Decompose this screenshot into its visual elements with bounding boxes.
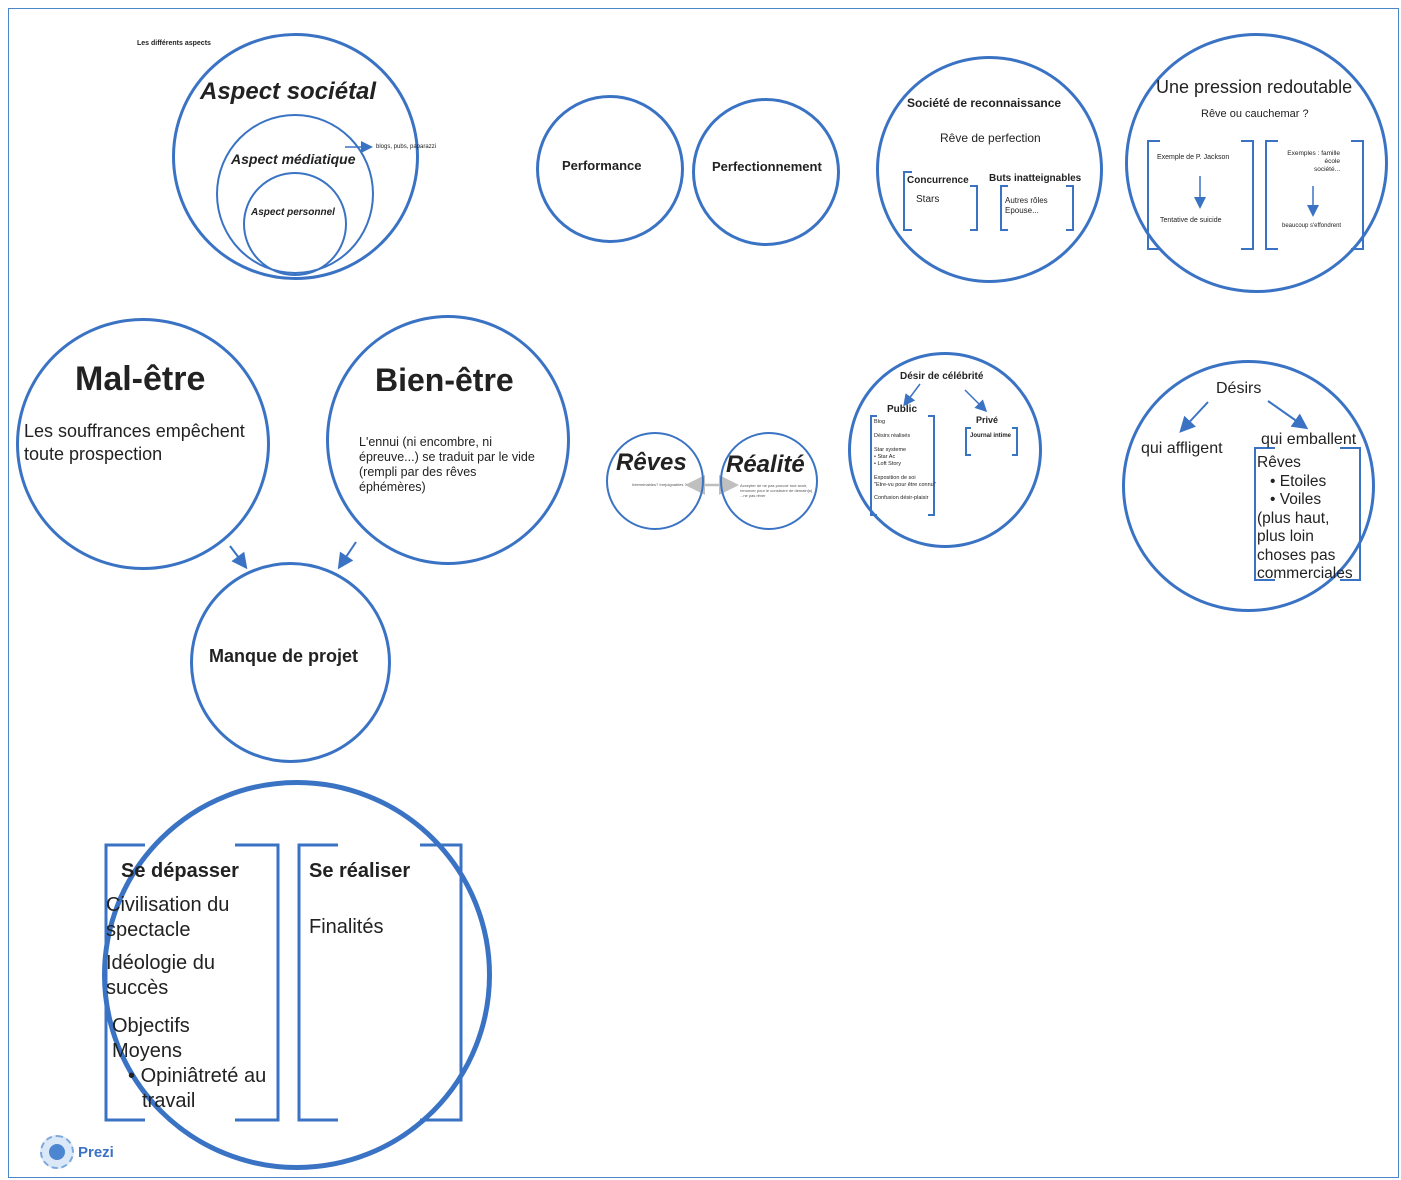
arrow-bien-etre (337, 541, 357, 570)
pression-title: Une pression redoutable (1156, 77, 1353, 97)
stars-label: Stars (916, 194, 940, 205)
aspect-mediatique-label: Aspect médiatique (231, 151, 356, 167)
reconnaissance-subtitle: Rêve de perfection (940, 131, 1041, 145)
desirs-title: Désirs (1216, 380, 1262, 397)
circle-perfectionnement[interactable] (692, 98, 840, 246)
circle-reconnaissance[interactable] (876, 56, 1103, 283)
realiser-title: Se réaliser (309, 860, 411, 882)
depasser-title: Se dépasser (121, 860, 239, 882)
reves-note: Interminables? Irrejoignables ? (632, 482, 687, 487)
emballent-label: qui emballent (1261, 431, 1357, 448)
circle-depasser-realiser[interactable] (102, 780, 492, 1170)
prezi-logo[interactable]: Prezi (40, 1135, 114, 1169)
tentative-suicide: Tentative de suicide (1160, 217, 1222, 224)
affligent-label: qui affligent (1141, 440, 1223, 457)
depasser-bullet: • Opiniâtreté au travail (128, 1065, 267, 1112)
circle-desirs[interactable] (1122, 360, 1375, 612)
circle-celebrite[interactable] (848, 352, 1042, 548)
finalites-label: Finalités (309, 916, 384, 938)
desirs-reves-block: Rêves • Etoiles • Voiles (plus haut, plu… (1257, 454, 1353, 582)
circle-performance[interactable] (536, 95, 684, 243)
pression-subtitle: Rêve ou cauchemar ? (1201, 108, 1309, 120)
reves-title: Rêves (616, 449, 687, 476)
canvas-frame (8, 8, 1399, 1178)
circle-mal-etre[interactable] (16, 318, 270, 570)
celebrite-title: Désir de célébrité (900, 371, 984, 382)
reconnaissance-title: Société de reconnaissance (907, 96, 1062, 110)
aspect-personnel-label: Aspect personnel (251, 207, 335, 218)
aspect-societal-label: Aspect sociétal (200, 78, 377, 105)
circle-bien-etre[interactable] (326, 315, 570, 565)
circle-realite[interactable] (720, 432, 818, 530)
realite-title: Réalité (726, 451, 805, 478)
bien-etre-title: Bien-être (375, 362, 514, 398)
exemple-jackson: Exemple de P. Jackson (1157, 154, 1230, 161)
perfectionnement-label: Perfectionnement (712, 159, 822, 174)
concurrence-label: Concurrence (907, 175, 969, 186)
mal-etre-title: Mal-être (75, 360, 206, 398)
public-label: Public (887, 404, 918, 415)
arrow-mal-etre (229, 545, 248, 570)
circle-manque-projet[interactable] (190, 562, 391, 763)
public-items: Blog Désirs réalisés Star systeme • Star… (874, 419, 936, 501)
beaucoup-label: beaucoup s'effondrent (1282, 223, 1342, 229)
aspects-note: blogs, pubs, paparazzi (376, 144, 437, 150)
circle-aspect-societal[interactable] (172, 33, 419, 280)
performance-label: Performance (562, 158, 642, 173)
circle-pression[interactable] (1125, 33, 1388, 293)
aspects-header: Les différents aspects (137, 40, 211, 47)
circle-reves[interactable] (606, 432, 704, 530)
prive-label: Privé (976, 415, 999, 425)
prezi-logo-text: Prezi (78, 1143, 114, 1161)
realite-note: Accepter de ne pas pouvoir tout avoir,re… (740, 483, 813, 498)
manque-projet-label: Manque de projet (209, 646, 359, 666)
journal-intime: Journal intime (970, 433, 1012, 439)
prezi-logo-icon (40, 1135, 74, 1169)
buts-label: Buts inatteignables (989, 173, 1082, 184)
circle-aspect-personnel[interactable] (243, 172, 347, 276)
